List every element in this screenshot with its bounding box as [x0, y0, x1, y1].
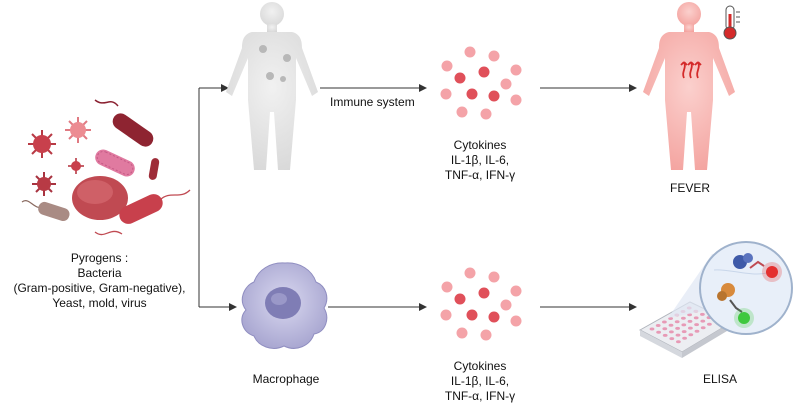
signal-green: [738, 312, 750, 324]
pyrogens-line-2: (Gram-positive, Gram-negative),: [13, 281, 186, 295]
immune-system-label: Immune system: [330, 95, 415, 109]
human-body-icon: [226, 2, 318, 170]
pyrogens-line-3: Yeast, mold, virus: [52, 296, 147, 310]
cytokine-dot: [454, 293, 466, 305]
virus-icon: [32, 172, 56, 196]
plate-well: [669, 337, 675, 341]
cytokine-dot: [480, 329, 492, 341]
pyrogens-line-1: Bacteria: [77, 266, 122, 280]
branch-connector: [198, 84, 237, 311]
cytokine-dot: [441, 60, 453, 72]
plate-well: [681, 316, 686, 320]
plate-well: [656, 330, 661, 334]
cytokine-dot: [510, 315, 522, 327]
macrophage-icon: [241, 262, 328, 349]
cytokine-cluster-icon: [440, 267, 522, 341]
elisa-label: ELISA: [702, 372, 738, 386]
plate-well: [681, 330, 687, 334]
cytokine-dot: [466, 309, 478, 321]
plate-well: [674, 320, 680, 324]
cytokine-dot: [456, 106, 468, 118]
flagellated-bacterium-icon: [21, 200, 70, 222]
virus-icon: [68, 158, 84, 174]
plate-well: [700, 312, 705, 316]
fever-body-icon: [643, 2, 735, 170]
cytokines-title: Cytokines: [453, 138, 507, 152]
pathogen-cluster-icon: [21, 99, 191, 236]
cytokine-dot: [488, 311, 500, 323]
plate-well: [688, 333, 694, 337]
bacillus-small-icon: [148, 158, 160, 180]
plate-well: [669, 330, 674, 334]
plate-well: [707, 322, 712, 326]
cytokine-dot: [440, 88, 452, 100]
plate-well: [655, 324, 661, 327]
virus-icon: [65, 117, 91, 143]
pyrogens-title: Pyrogens :: [70, 251, 129, 265]
plate-well: [668, 323, 674, 327]
cytokines-line-1: IL-1β, IL-6,: [450, 374, 510, 388]
cytokine-dot: [464, 46, 476, 58]
magnified-well: [699, 241, 793, 335]
plate-well: [700, 326, 706, 330]
macrophage-label: Macrophage: [252, 372, 320, 386]
plate-well: [700, 319, 706, 323]
antibody-complex-icon: [733, 253, 782, 282]
plate-well: [681, 323, 687, 327]
signal-red: [766, 266, 778, 278]
cytokine-dot: [456, 327, 468, 339]
elisa-plate-icon: [638, 241, 793, 358]
cytokine-dot: [488, 271, 500, 283]
plate-well: [662, 327, 668, 331]
cytokine-dot: [466, 88, 478, 100]
plate-well: [675, 333, 681, 337]
plate-well: [687, 319, 693, 323]
cytokine-dot: [440, 309, 452, 321]
yeast-cell-icon: [72, 176, 128, 220]
plate-well: [668, 317, 673, 320]
plate-well: [694, 329, 700, 333]
heat-waves-icon: [680, 61, 702, 79]
cytokine-dot: [480, 108, 492, 120]
cytokines-line-1: IL-1β, IL-6,: [450, 153, 510, 167]
plate-well: [688, 326, 693, 330]
ciliated-bacterium-icon: [95, 149, 135, 177]
cytokine-dot: [510, 64, 522, 76]
cytokine-dot: [510, 285, 522, 297]
cytokines-title: Cytokines: [453, 359, 507, 373]
cytokine-dot: [510, 94, 522, 106]
bacillus-icon: [94, 99, 154, 147]
plate-well: [682, 336, 687, 340]
cytokines-top-label: Cytokines IL-1β, IL-6, TNF-α, IFN-γ: [420, 138, 540, 183]
cytokine-dot: [464, 267, 476, 279]
plate-well: [694, 323, 699, 327]
plate-well: [649, 327, 655, 331]
cytokine-dot: [500, 78, 512, 90]
cytokine-dot: [478, 66, 490, 78]
plate-well: [662, 320, 667, 324]
plate-well: [675, 326, 680, 330]
cytokine-dot: [454, 72, 466, 84]
antibody-complex-icon: [717, 283, 754, 328]
cytokine-dot: [441, 281, 453, 293]
thermometer-icon: [723, 5, 740, 40]
fever-label: FEVER: [669, 181, 710, 195]
cytokine-dot: [488, 50, 500, 62]
cytokines-line-2: TNF-α, IFN-γ: [444, 389, 516, 403]
plate-well: [676, 340, 681, 344]
cytokines-bottom-label: Cytokines IL-1β, IL-6, TNF-α, IFN-γ: [420, 359, 540, 404]
plate-well: [693, 316, 699, 320]
cytokine-cluster-icon: [440, 46, 522, 120]
pyrogens-label: Pyrogens : Bacteria (Gram-positive, Gram…: [0, 251, 199, 311]
plate-well: [662, 333, 668, 337]
cytokine-dot: [488, 90, 500, 102]
cytokine-dot: [478, 287, 490, 299]
virus-icon: [28, 130, 56, 158]
cytokines-line-2: TNF-α, IFN-γ: [444, 168, 516, 182]
flagellated-bacterium-icon: [94, 189, 191, 236]
cytokine-dot: [500, 299, 512, 311]
